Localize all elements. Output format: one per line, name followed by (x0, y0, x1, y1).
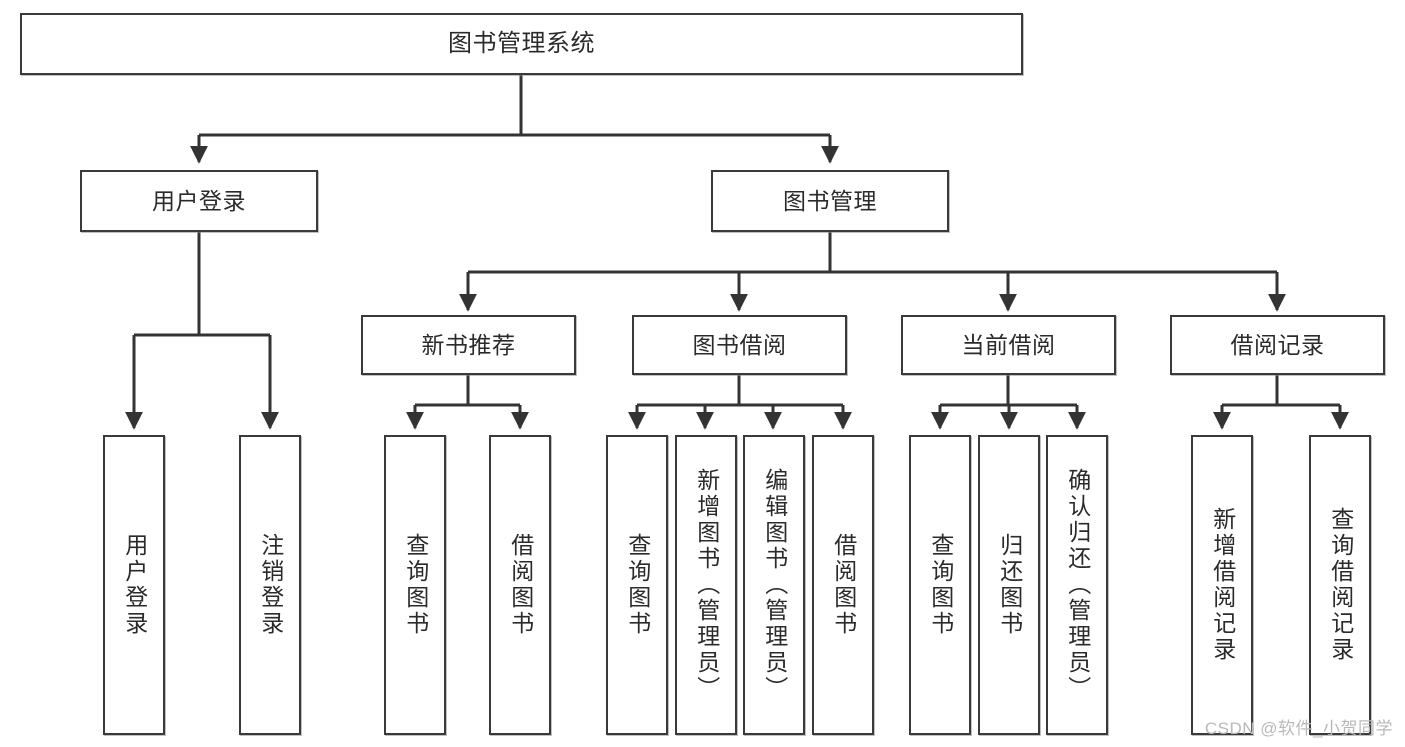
node-leaf-edit-book[interactable]: 编辑图书（管理员） (743, 435, 805, 735)
node-borrow-record[interactable]: 借阅记录 (1170, 315, 1385, 375)
node-label: 归还图书 (996, 533, 1023, 637)
node-leaf-add-book[interactable]: 新增图书（管理员） (675, 435, 737, 735)
node-label: 确认归还（管理员） (1064, 468, 1091, 702)
node-label: 图书管理系统 (448, 30, 595, 57)
node-leaf-query-record[interactable]: 查询借阅记录 (1309, 435, 1371, 735)
node-leaf-confirm-return[interactable]: 确认归还（管理员） (1046, 435, 1108, 735)
node-label: 借阅图书 (830, 533, 857, 637)
node-label: 新增借阅记录 (1209, 507, 1236, 663)
node-label: 新书推荐 (421, 331, 516, 358)
node-label: 注销登录 (257, 533, 284, 637)
node-leaf-query-book-3[interactable]: 查询图书 (909, 435, 971, 735)
node-leaf-borrow-book-1[interactable]: 借阅图书 (489, 435, 551, 735)
node-label: 借阅记录 (1230, 331, 1325, 358)
node-label: 查询图书 (624, 533, 651, 637)
node-label: 查询借阅记录 (1327, 507, 1354, 663)
node-book-manage[interactable]: 图书管理 (711, 170, 949, 232)
watermark-text: CSDN @软件_小贺同学 (1204, 719, 1393, 738)
node-label: 查询图书 (927, 533, 954, 637)
node-leaf-user-login[interactable]: 用户登录 (103, 435, 165, 735)
node-leaf-add-record[interactable]: 新增借阅记录 (1191, 435, 1253, 735)
node-leaf-return-book[interactable]: 归还图书 (978, 435, 1040, 735)
node-leaf-borrow-book-2[interactable]: 借阅图书 (812, 435, 874, 735)
node-label: 当前借阅 (961, 331, 1056, 358)
node-book-borrow[interactable]: 图书借阅 (632, 315, 847, 375)
node-label: 用户登录 (152, 187, 246, 214)
node-user-login[interactable]: 用户登录 (80, 170, 318, 232)
node-label: 图书借阅 (692, 331, 787, 358)
node-new-book-recommend[interactable]: 新书推荐 (361, 315, 576, 375)
node-label: 借阅图书 (507, 533, 534, 637)
node-label: 图书管理 (783, 187, 877, 214)
node-label: 查询图书 (402, 533, 429, 637)
node-label: 用户登录 (121, 533, 148, 637)
node-label: 新增图书（管理员） (693, 468, 720, 702)
node-leaf-query-book-2[interactable]: 查询图书 (606, 435, 668, 735)
node-root-system[interactable]: 图书管理系统 (20, 13, 1023, 75)
node-leaf-query-book-1[interactable]: 查询图书 (384, 435, 446, 735)
node-current-borrow[interactable]: 当前借阅 (901, 315, 1116, 375)
node-leaf-user-logout[interactable]: 注销登录 (239, 435, 301, 735)
node-label: 编辑图书（管理员） (761, 468, 788, 702)
